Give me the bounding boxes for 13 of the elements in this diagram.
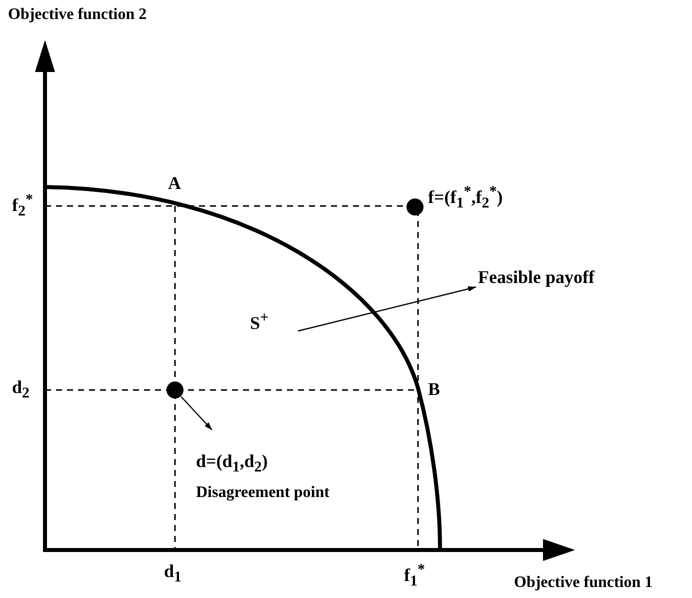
tick-label: d$_{1}$ [164, 562, 182, 586]
arrow [298, 286, 476, 332]
point-label: B [428, 380, 440, 400]
axis-title: Objective function 1 [514, 574, 653, 592]
point-label: S$^{+}$ [250, 310, 270, 334]
arrow [180, 396, 212, 430]
point-label: A [168, 174, 181, 194]
axis-title: Objective function 2 [8, 6, 147, 24]
description-text: Disagreement point [196, 484, 330, 502]
point-label: f=(f$_{1}$$^{*}$,f$_{2}$$^{*}$) [428, 184, 503, 212]
tick-label: d$_{2}$ [12, 378, 30, 402]
point-label: d=(d$_{1}$,d$_{2}$) [196, 452, 269, 476]
point-label: Feasible payoff [478, 268, 596, 288]
